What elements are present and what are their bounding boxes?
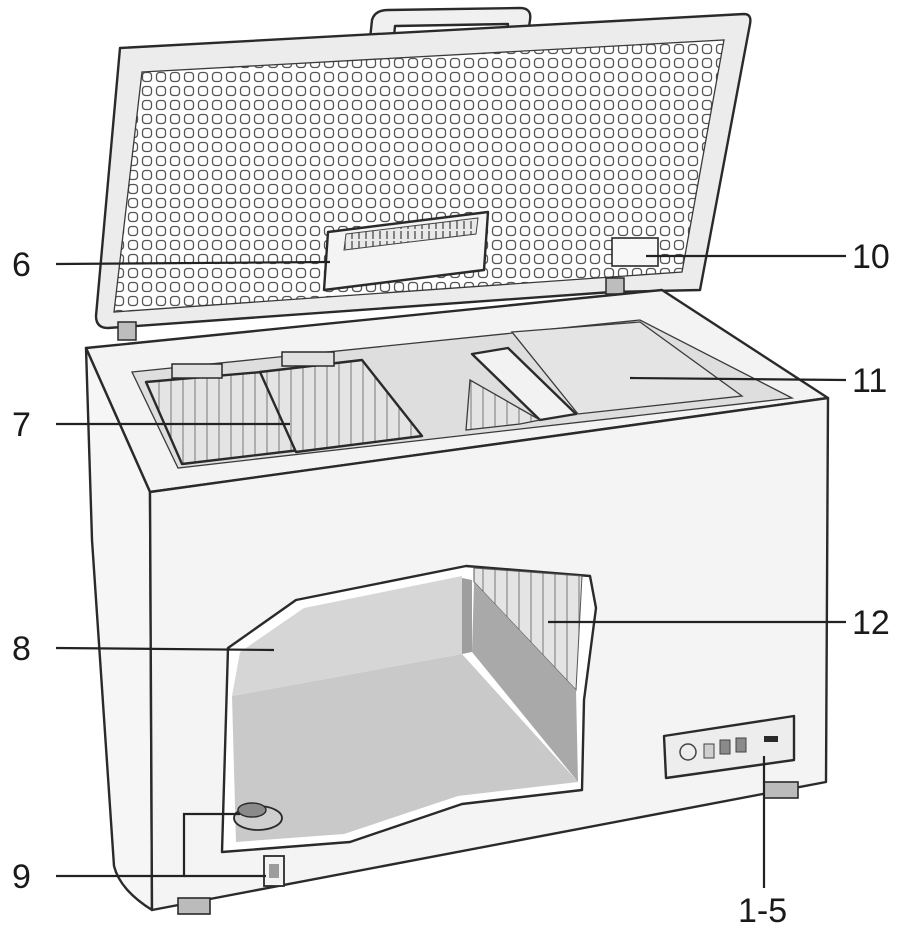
callout-8: 8 — [12, 630, 275, 668]
callout-6-label: 6 — [12, 246, 31, 284]
callout-10: 10 — [646, 238, 890, 276]
callout-1-5: 1-5 — [738, 756, 787, 926]
callout-11: 11 — [629, 362, 887, 400]
foot-front-right — [763, 781, 799, 799]
callout-9-label: 9 — [12, 858, 31, 896]
callout-7-label: 7 — [12, 406, 31, 444]
callout-1-5-label: 1-5 — [738, 892, 787, 926]
lid-vent-panel — [322, 210, 490, 292]
callout-11-label: 11 — [852, 362, 887, 400]
storage-baskets — [144, 351, 424, 466]
lid — [94, 6, 752, 341]
lid-label-plate — [611, 237, 659, 267]
callout-8-label: 8 — [12, 630, 31, 668]
control-panel — [662, 714, 796, 780]
foot-front-left — [177, 897, 211, 915]
lid-liner — [113, 39, 725, 313]
hinge-left — [117, 321, 137, 341]
callout-6: 6 — [12, 246, 331, 284]
hinge-right — [605, 277, 625, 295]
compartment-divider — [465, 321, 744, 431]
callout-12-label: 12 — [852, 604, 890, 642]
drain-plug — [233, 802, 285, 887]
callout-12: 12 — [548, 604, 890, 642]
callout-10-label: 10 — [852, 238, 890, 276]
cutaway-view — [220, 564, 598, 854]
callout-7: 7 — [12, 406, 290, 444]
callout-9: 9 — [12, 812, 266, 896]
